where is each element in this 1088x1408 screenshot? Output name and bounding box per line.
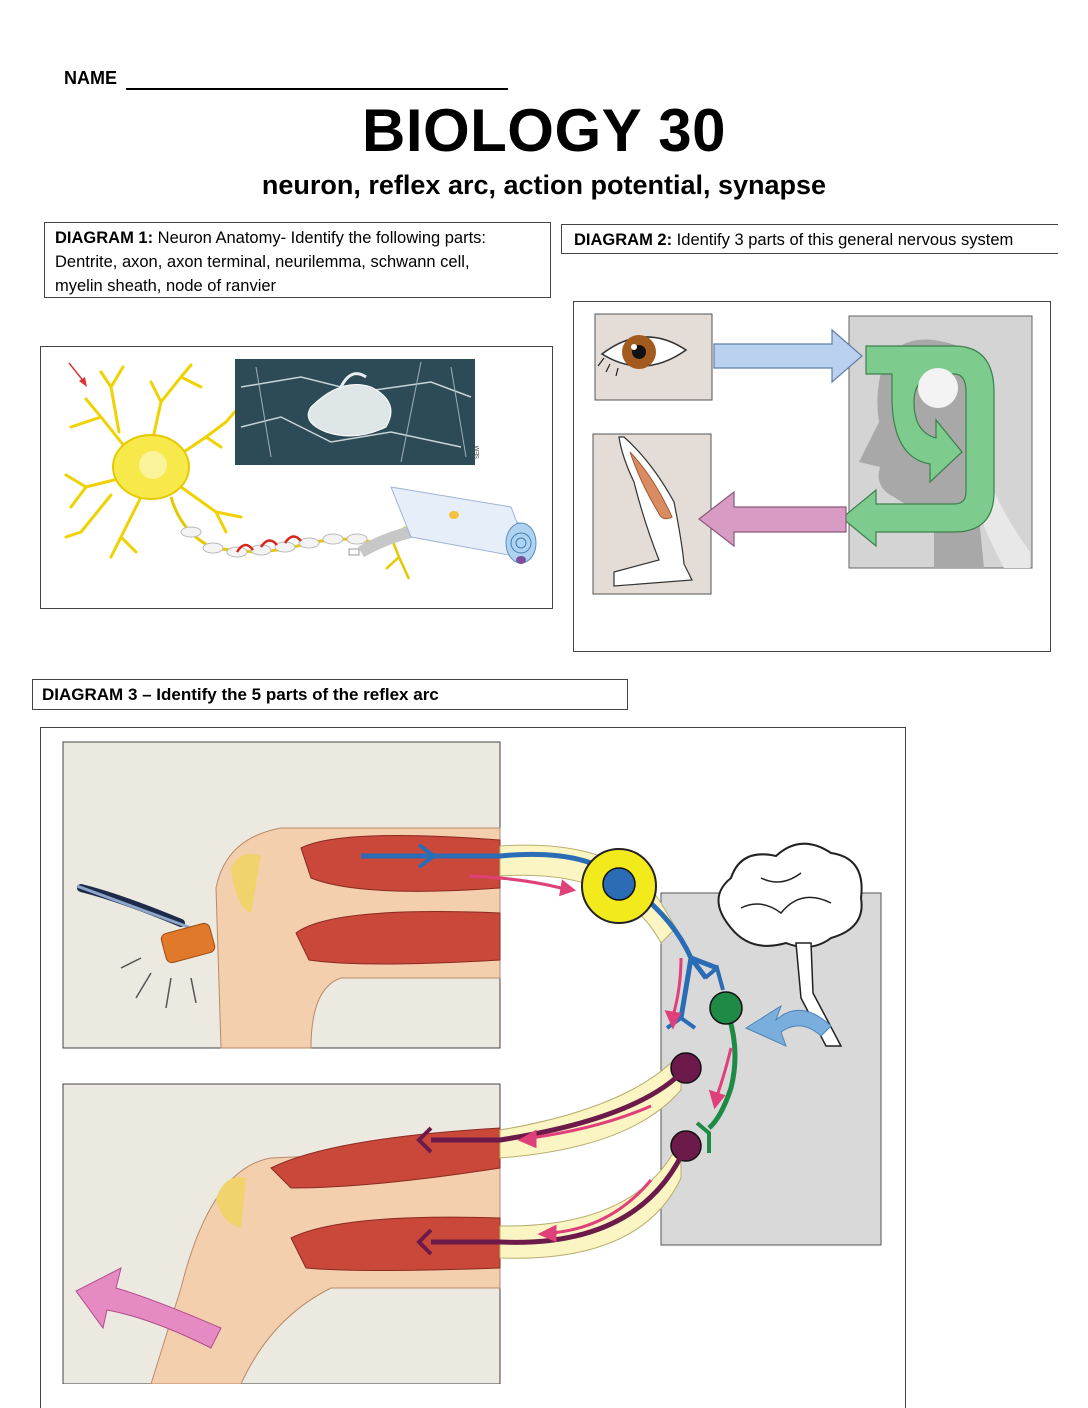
schwann-cell: [390, 486, 537, 564]
output-arrow: [698, 490, 847, 548]
nervous-system-figure: [573, 301, 1051, 652]
input-arrow: [713, 328, 863, 384]
diagram3-prompt-box: DIAGRAM 3 – Identify the 5 parts of the …: [32, 679, 628, 710]
movement-arrow: [75, 1267, 222, 1349]
leg-muscle: [629, 451, 673, 520]
name-label: NAME: [64, 68, 117, 88]
hamstring-muscle-top: [295, 911, 501, 965]
eye-panel: [594, 313, 713, 401]
diagram1-parts-line1: Dentrite, axon, axon terminal, neurilemm…: [55, 253, 470, 271]
diagram1-label: DIAGRAM 1:: [55, 229, 154, 247]
reflex-arc-figure: [40, 727, 906, 1408]
reflex-hammer-icon: [76, 884, 216, 1009]
neuron-figure: SEM: [40, 346, 553, 609]
diagram2-label: DIAGRAM 2:: [574, 231, 673, 249]
diagram1-parts-line2: myelin sheath, node of ranvier: [55, 277, 277, 295]
sensory-cell-body: [602, 867, 636, 901]
signal-to-brain-arrow: [744, 1004, 832, 1047]
motor-neuron-lower: [431, 1144, 689, 1245]
leg-panel: [592, 433, 712, 595]
diagram1-prompt-box: DIAGRAM 1: Neuron Anatomy- Identify the …: [44, 222, 551, 298]
page-subtitle: neuron, reflex arc, action potential, sy…: [261, 170, 827, 200]
interneuron-cell-body: [709, 991, 743, 1025]
impulse-direction-arrows: [468, 874, 733, 1243]
impulse-arrows: [235, 535, 302, 553]
diagram2-prompt-box: DIAGRAM 2: Identify 3 parts of this gene…: [561, 224, 1058, 254]
diagram3-instruction: DIAGRAM 3 – Identify the 5 parts of the …: [42, 685, 439, 704]
interneuron: [707, 1007, 738, 1130]
processing-arrow: [841, 345, 995, 548]
neuron-cell-body: [64, 363, 243, 559]
micrograph-tag: SEM: [475, 446, 481, 459]
sem-micrograph: SEM: [235, 359, 481, 465]
quadriceps-muscle-top: [300, 835, 501, 892]
page-title: BIOLOGY 30: [361, 97, 726, 164]
sensory-nerve-sheath: [499, 844, 677, 944]
myelin-sheath: [180, 526, 368, 558]
pointer-arrow-icon: [68, 362, 87, 387]
spinal-cord-outline: [795, 942, 843, 1047]
leg-response: [150, 1127, 501, 1384]
diagram2-instruction: Identify 3 parts of this general nervous…: [672, 231, 1014, 249]
brain-icon: [717, 842, 863, 1047]
name-field-line[interactable]: [126, 88, 508, 90]
leg-stimulus: [215, 827, 501, 1049]
axon: [169, 496, 372, 553]
diagram1-instruction: Neuron Anatomy- Identify the following p…: [153, 229, 487, 247]
motor-neuron-upper: [431, 1066, 688, 1143]
